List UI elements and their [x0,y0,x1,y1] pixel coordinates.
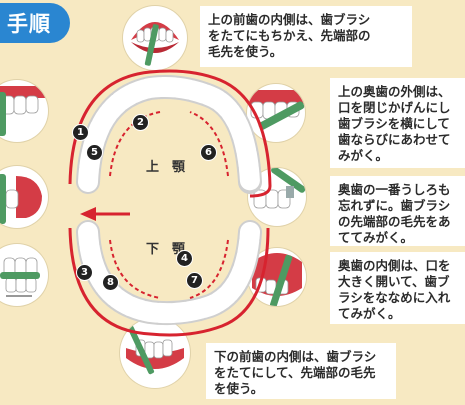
note-upper-front-inside: 上の前歯の内側は、歯ブラシ をたてにもちかえ、先端部の 毛先を使う。 [200,6,412,67]
title-badge: 手順 [0,3,70,43]
note-upper-back-outside: 上の奥歯の外側は、 口を閉じかげんにし 歯ブラシを横にして 歯ならびにあわせて … [330,78,465,168]
illustration-upper-front-inside [123,6,187,70]
upper-jaw-label: 上 顎 [146,160,186,175]
illustration-left-upper [0,80,48,142]
step-6-marker: 6 [200,144,217,161]
note-lower-back-inside: 奥歯の内側は、口を 大きく開いて、歯ブ ラシをななめに入れ てみがく。 [330,252,465,324]
step-7-marker: 7 [186,272,203,289]
step-8-marker: 8 [102,274,119,291]
illustration-left-middle [0,166,48,228]
step-3-marker: 3 [76,264,93,281]
lower-jaw-label: 下 顎 [146,242,186,257]
note-back-most: 奥歯の一番うしろも 忘れずに。歯ブラシ の先端部の毛先をあ ててみがく。 [330,176,465,246]
step-1-marker: 1 [72,124,89,141]
step-4-marker: 4 [176,250,193,267]
step-5-marker: 5 [86,144,103,161]
illustration-upper-back-outside [247,84,305,142]
illustration-left-lower [0,244,48,306]
illustration-lower-front-inside [120,318,190,388]
title-text: 手順 [7,12,51,36]
step-2-marker: 2 [132,114,149,131]
note-lower-front-inside: 下の前歯の内側は、歯ブラシ をたてにして、先端部の毛先 を使う。 [206,343,396,399]
